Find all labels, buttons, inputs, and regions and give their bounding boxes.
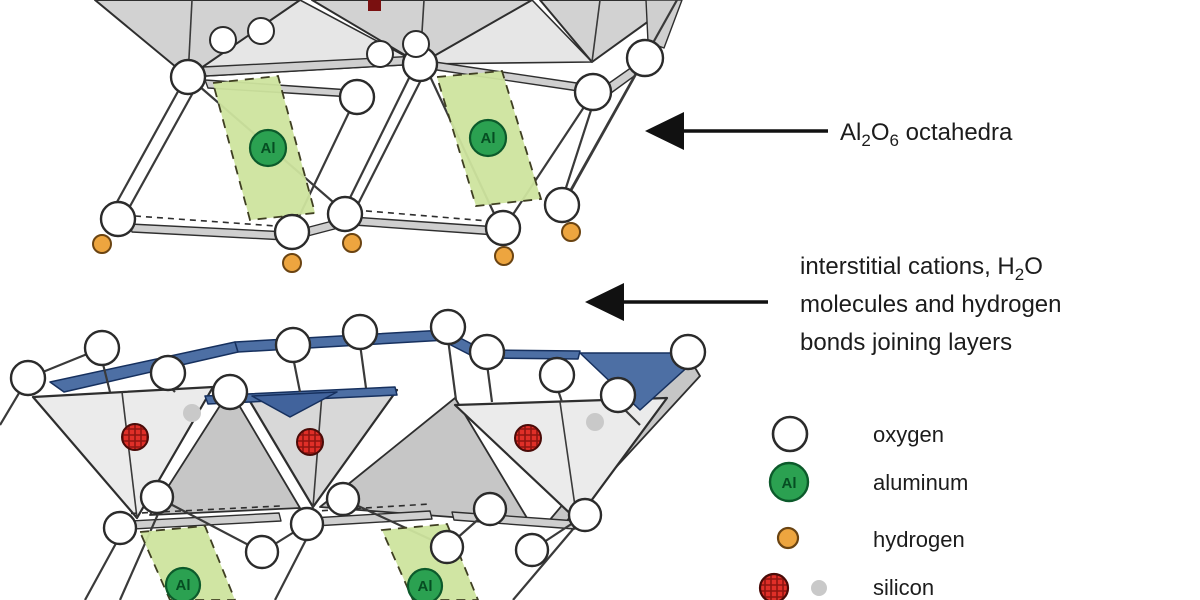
left-arrowhead-icon bbox=[585, 283, 624, 321]
hydrogen-atoms bbox=[92, 222, 581, 273]
upper-tetrahedra-row bbox=[94, 0, 683, 78]
legend-label-hydrogen: hydrogen bbox=[873, 527, 965, 552]
octahedral-sheet-diagram: Al Al bbox=[92, 0, 683, 273]
aluminum-atom-label: Al bbox=[418, 578, 433, 595]
aluminum-atom bbox=[406, 567, 444, 600]
silicon-alt-symbol bbox=[811, 580, 827, 596]
interlayer-arrow bbox=[585, 283, 768, 321]
left-arrowhead-icon bbox=[645, 112, 684, 150]
legend-label-oxygen: oxygen bbox=[873, 422, 944, 447]
aluminum-atom bbox=[164, 566, 202, 600]
oxygen-atoms bbox=[9, 308, 707, 570]
legend-item-oxygen: oxygen bbox=[771, 415, 944, 453]
octahedra-arrow bbox=[645, 112, 828, 150]
hydrogen-symbol bbox=[776, 526, 800, 550]
silicon-atom bbox=[121, 423, 149, 451]
annotations: Al2O6 octahedra interstitial cations, H2… bbox=[585, 112, 1062, 356]
interlayer-label-line3: bonds joining layers bbox=[800, 329, 1012, 356]
silicon-atom bbox=[296, 428, 324, 456]
aluminum-atom-label: Al bbox=[481, 130, 496, 147]
aluminum-atom bbox=[248, 128, 288, 168]
silicon-atom bbox=[514, 424, 542, 452]
legend-label-silicon: silicon bbox=[873, 575, 934, 600]
hydroxyl-row-blades bbox=[129, 209, 501, 241]
legend-item-silicon: silicon bbox=[758, 572, 934, 600]
cut-silicon-mark bbox=[368, 0, 381, 11]
interlayer-label-line2: molecules and hydrogen bbox=[800, 291, 1062, 318]
legend-item-aluminum: Al aluminum bbox=[768, 461, 968, 503]
octahedra-label: Al2O6 octahedra bbox=[840, 119, 1013, 150]
silicon-back-atom bbox=[586, 413, 604, 431]
legend: oxygen Al aluminum hydrogen silicon bbox=[758, 415, 968, 600]
oxygen-symbol bbox=[771, 415, 809, 453]
legend-label-aluminum: aluminum bbox=[873, 470, 968, 495]
aluminum-symbol bbox=[768, 461, 810, 503]
interlayer-label-line1: interstitial cations, H2O bbox=[800, 253, 1043, 284]
legend-item-hydrogen: hydrogen bbox=[776, 526, 965, 552]
blue-basal-faces bbox=[49, 329, 704, 418]
aluminum-symbol-text: Al bbox=[782, 475, 797, 492]
aluminum-atom-label: Al bbox=[261, 140, 276, 157]
silicon-back-atom bbox=[183, 404, 201, 422]
aluminum-octahedra-bands: Al Al bbox=[211, 70, 543, 221]
aluminum-atom bbox=[468, 118, 508, 158]
silicon-atoms bbox=[121, 404, 604, 456]
silicon-symbol bbox=[758, 572, 790, 600]
oxygen-atoms bbox=[99, 17, 665, 251]
tetrahedral-sheet-diagram: Al Al bbox=[0, 308, 707, 600]
aluminum-atom-label: Al bbox=[176, 577, 191, 594]
